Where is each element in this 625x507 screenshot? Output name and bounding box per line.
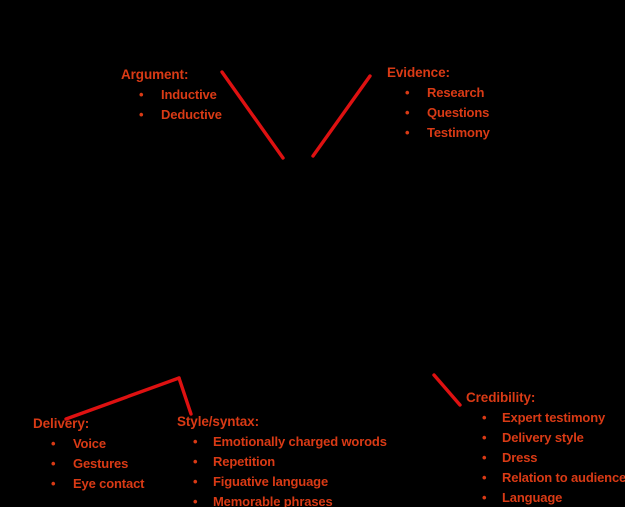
list-item-label: Research <box>427 85 485 100</box>
group-style-syntax-heading: Style/syntax: <box>177 414 259 429</box>
bullet-icon: • <box>51 476 56 491</box>
list-item: • Language <box>466 488 625 507</box>
list-item: • Questions <box>387 103 490 123</box>
bullet-icon: • <box>482 470 487 485</box>
list-item: • Inductive <box>121 85 222 105</box>
list-item: • Research <box>387 83 490 103</box>
bullet-icon: • <box>405 125 410 140</box>
list-item: • Figuative language <box>177 472 387 492</box>
connector-argument-to-center <box>220 70 285 160</box>
bullet-icon: • <box>193 434 198 449</box>
bullet-icon: • <box>482 430 487 445</box>
group-delivery: Delivery: • Voice • Gestures • Eye conta… <box>33 416 144 494</box>
list-item: • Dress <box>466 448 625 468</box>
bullet-icon: • <box>51 456 56 471</box>
bullet-icon: • <box>139 87 144 102</box>
group-style-syntax: Style/syntax: • Emotionally charged woro… <box>177 414 387 507</box>
bullet-icon: • <box>482 410 487 425</box>
list-item-label: Repetition <box>213 454 276 469</box>
list-item-label: Figuative language <box>213 474 329 489</box>
list-item-label: Eye contact <box>73 476 145 491</box>
list-item-label: Memorable phrases <box>213 494 333 507</box>
bullet-icon: • <box>139 107 144 122</box>
bullet-icon: • <box>193 494 198 507</box>
group-argument-list: • Inductive • Deductive <box>121 85 222 125</box>
list-item-label: Questions <box>427 105 490 120</box>
connector-credibility-stem <box>432 373 462 407</box>
list-item: • Relation to audience <box>466 468 625 488</box>
list-item: • Eye contact <box>33 474 144 494</box>
list-item-label: Expert testimony <box>502 410 606 425</box>
list-item: • Memorable phrases <box>177 492 387 507</box>
list-item-label: Voice <box>73 436 106 451</box>
list-item: • Deductive <box>121 105 222 125</box>
group-delivery-list: • Voice • Gestures • Eye contact <box>33 434 144 494</box>
list-item-label: Language <box>502 490 563 505</box>
list-item: • Emotionally charged worods <box>177 432 387 452</box>
bullet-icon: • <box>193 474 198 489</box>
list-item: • Voice <box>33 434 144 454</box>
group-delivery-heading: Delivery: <box>33 416 90 431</box>
group-evidence-list: • Research • Questions • Testimony <box>387 83 490 143</box>
list-item: • Expert testimony <box>466 408 625 428</box>
list-item-label: Testimony <box>427 125 490 140</box>
list-item-label: Relation to audience <box>502 470 625 485</box>
bullet-icon: • <box>51 436 56 451</box>
list-item-label: Emotionally charged worods <box>213 434 387 449</box>
list-item-label: Delivery style <box>502 430 584 445</box>
list-item: • Delivery style <box>466 428 625 448</box>
bullet-icon: • <box>482 490 487 505</box>
list-item-label: Gestures <box>73 456 129 471</box>
connector-delivery-to-peak <box>64 376 181 421</box>
bullet-icon: • <box>193 454 198 469</box>
bullet-icon: • <box>405 85 410 100</box>
group-credibility: Credibility: • Expert testimony • Delive… <box>466 390 625 507</box>
bullet-icon: • <box>405 105 410 120</box>
connector-evidence-to-center <box>311 74 372 158</box>
bullet-icon: • <box>482 450 487 465</box>
list-item-label: Deductive <box>161 107 222 122</box>
group-argument-heading: Argument: <box>121 67 189 82</box>
list-item-label: Inductive <box>161 87 217 102</box>
group-style-syntax-list: • Emotionally charged worods • Repetitio… <box>177 432 387 507</box>
list-item-label: Dress <box>502 450 538 465</box>
group-credibility-list: • Expert testimony • Delivery style • Dr… <box>466 408 625 507</box>
list-item: • Repetition <box>177 452 387 472</box>
group-argument: Argument: • Inductive • Deductive <box>121 67 222 125</box>
list-item: • Gestures <box>33 454 144 474</box>
group-evidence-heading: Evidence: <box>387 65 450 80</box>
connector-peak-to-style <box>177 376 193 416</box>
group-evidence: Evidence: • Research • Questions • Testi… <box>387 65 490 143</box>
list-item: • Testimony <box>387 123 490 143</box>
group-credibility-heading: Credibility: <box>466 390 536 405</box>
